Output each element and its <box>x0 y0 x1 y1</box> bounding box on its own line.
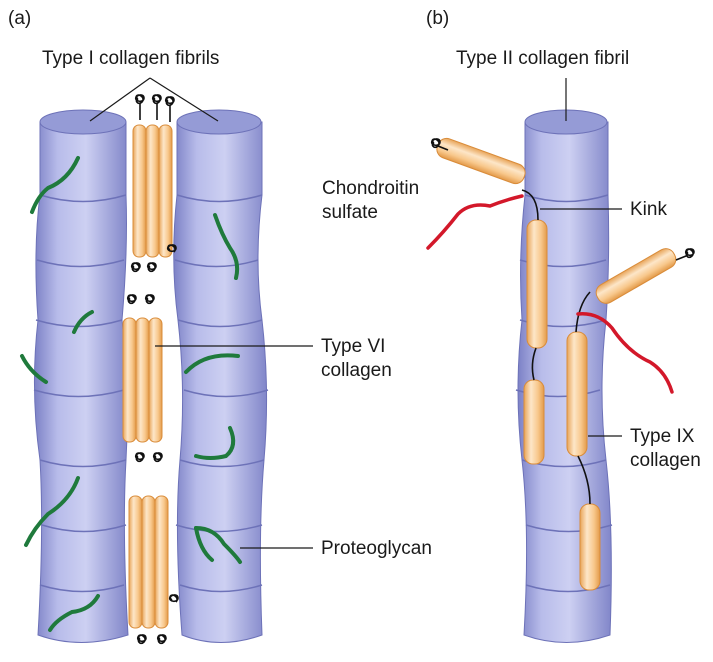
proteoglycans <box>20 156 242 632</box>
type-ii-fibril-label: Type II collagen fibril <box>456 48 630 69</box>
type-ix-label-line2: collagen <box>630 450 701 471</box>
type-vi-label-line1: Type VI <box>321 336 386 357</box>
panel-a-letter: (a) <box>8 8 32 29</box>
type-ix-strands <box>430 138 695 505</box>
panel-b-leaders <box>540 78 622 437</box>
panel-b <box>426 78 695 643</box>
coil-heads <box>126 94 179 645</box>
chondroitin-label-line1: Chondroitin <box>322 178 420 199</box>
type-i-fibrils-label: Type I collagen fibrils <box>42 48 220 69</box>
panel-b-letter: (b) <box>426 8 450 29</box>
type-i-fibril-right <box>173 109 269 643</box>
chondroitin-sulfate-chains <box>426 194 674 394</box>
proteoglycan-label: Proteoglycan <box>321 538 432 559</box>
type-vi-collagen-rods <box>122 124 173 629</box>
chondroitin-label-line2: sulfate <box>322 202 378 223</box>
type-vi-label-line2: collagen <box>321 360 392 381</box>
type-ix-collagen <box>436 137 677 591</box>
kink-label: Kink <box>630 199 667 220</box>
panel-a-leaders <box>89 77 313 549</box>
panel-a <box>20 77 313 645</box>
type-ix-label-line1: Type IX <box>630 426 695 447</box>
